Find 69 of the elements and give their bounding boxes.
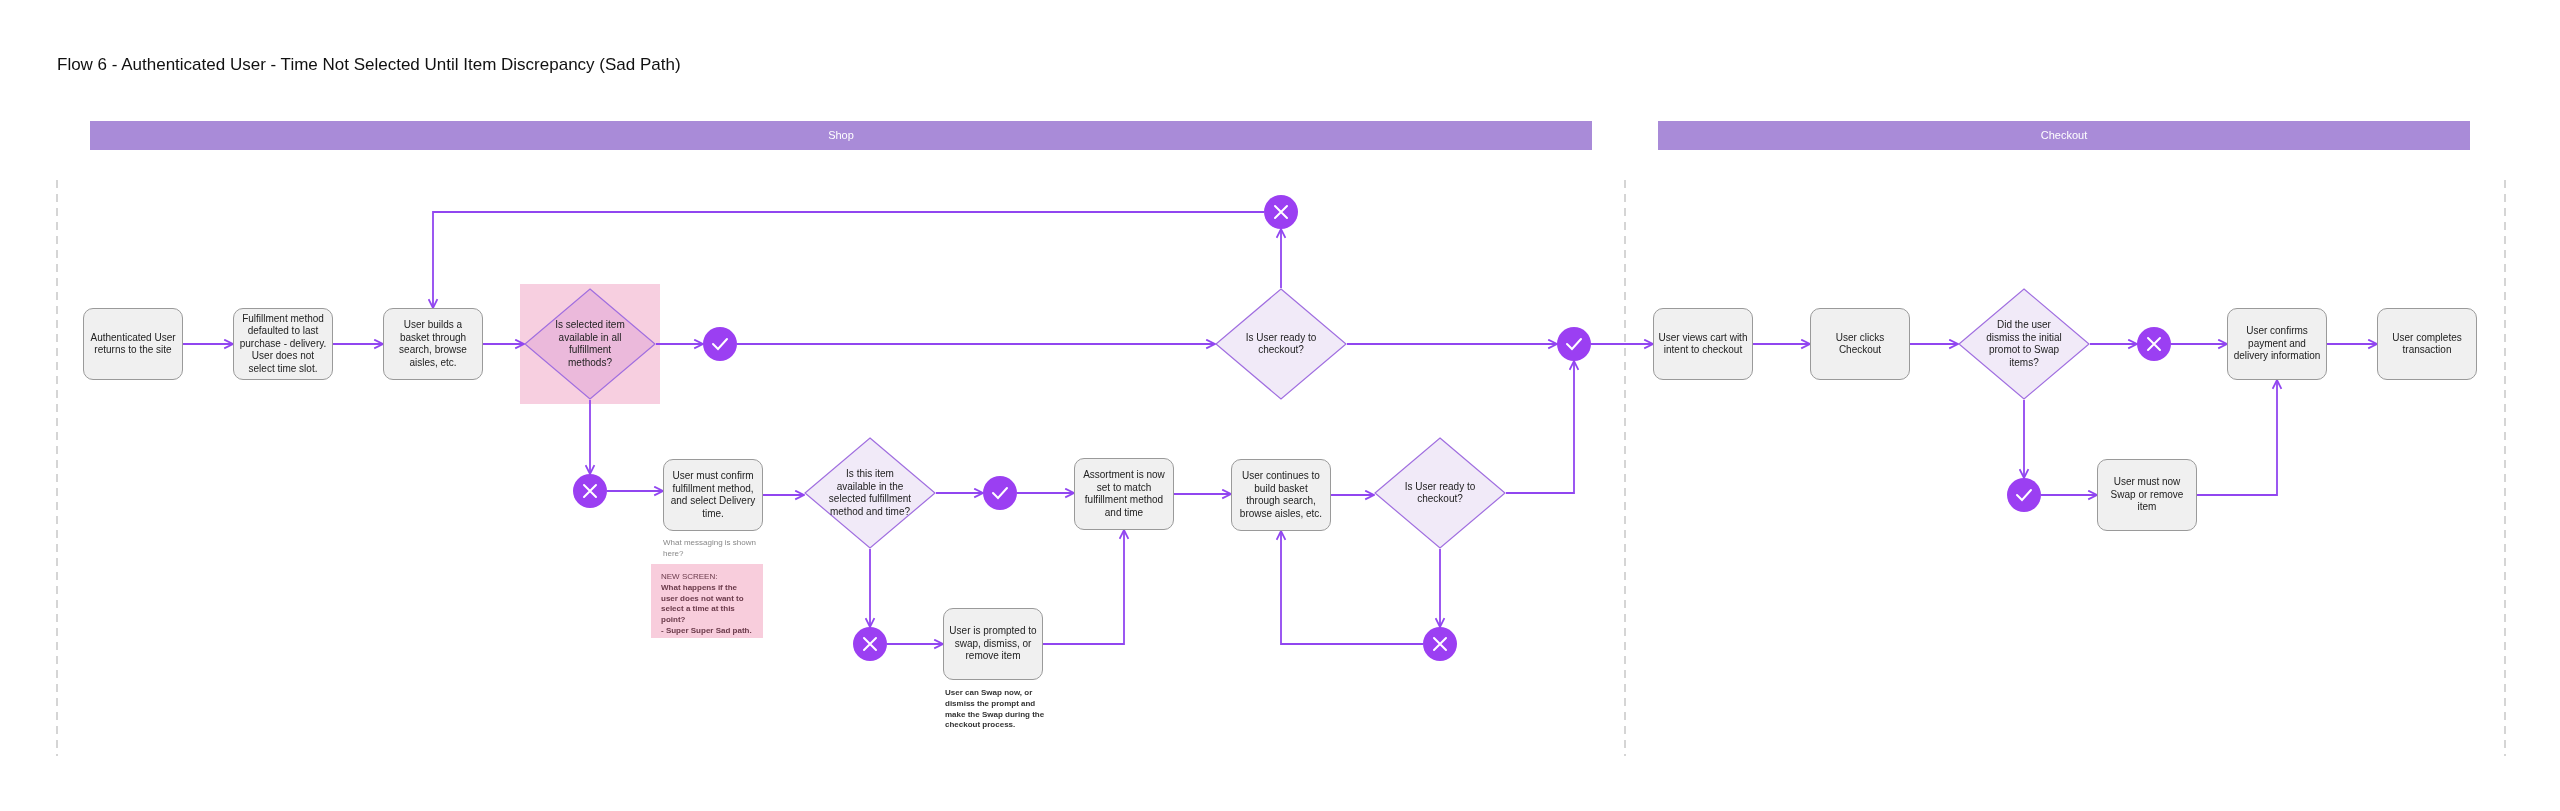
step-text: User clicks Checkout — [1834, 331, 1886, 357]
arrow — [935, 487, 984, 499]
step-text: Authenticated User returns to the site — [89, 331, 177, 357]
note-text: What happens if the user does not want to select a time at this point? — [661, 582, 745, 626]
step-text: User confirms payment and delivery information — [2232, 325, 2322, 363]
lane-header — [90, 120, 1592, 150]
arrow — [655, 338, 704, 350]
note-text: What messaging is shown here? — [663, 538, 757, 560]
arrow — [584, 399, 596, 475]
process-box — [1810, 308, 1910, 380]
arrow — [2040, 489, 2098, 501]
arrow — [1275, 530, 1424, 645]
arrow — [606, 485, 664, 497]
process-box — [1074, 458, 1174, 530]
arrow — [1016, 487, 1075, 499]
process-box — [943, 608, 1043, 680]
arrow — [2089, 338, 2138, 350]
arrow — [1505, 360, 1580, 494]
sticky-note — [651, 564, 763, 638]
note-heading: NEW SCREEN: — [661, 572, 718, 583]
arrow — [1590, 338, 1654, 350]
arrow — [1434, 548, 1446, 628]
step-text: User continues to build basket through search, browse aisles, etc. — [1238, 470, 1324, 520]
arrow — [2018, 399, 2030, 479]
decision-text: Is User ready to checkout? — [1403, 480, 1477, 506]
decision-text: Is User ready to checkout? — [1244, 331, 1318, 357]
arrow — [427, 211, 1265, 309]
decision-text: Did the user dismiss the initial promot to Swap items? — [1985, 319, 2063, 369]
step-text: User views cart with intent to checkout — [1658, 331, 1748, 357]
arrow — [864, 548, 876, 628]
lane-title: Checkout — [2040, 129, 2088, 141]
arrow — [1173, 488, 1232, 500]
step-text: User completes transaction — [2391, 331, 2463, 357]
process-box — [1653, 308, 1753, 380]
process-box — [663, 459, 763, 531]
process-box — [2097, 459, 2197, 531]
process-box — [2377, 308, 2477, 380]
lane-title: Shop — [828, 129, 854, 141]
arrow — [2170, 338, 2228, 350]
process-box — [83, 308, 183, 380]
note-text: User can Swap now, or dismiss the prompt and make the Swap during the checkout process. — [945, 688, 1045, 732]
lane-header — [1658, 120, 2470, 150]
arrow — [1042, 529, 1130, 645]
decision-text: Is selected item available in all fulfillment methods? — [554, 319, 626, 369]
arrow — [1752, 338, 1811, 350]
step-text: Assortment is now set to match fulfillment method and time — [1082, 469, 1166, 519]
arrow — [886, 638, 944, 650]
process-box — [2227, 308, 2327, 380]
arrow — [736, 338, 1216, 350]
process-box — [1231, 459, 1331, 531]
arrow — [1909, 338, 1959, 350]
arrow — [1275, 228, 1287, 289]
arrow — [482, 338, 525, 350]
process-box — [383, 308, 483, 380]
arrow — [182, 338, 234, 350]
step-text: Fulfillment method defaulted to last purchase - delivery. User does not select time slot. — [238, 312, 328, 376]
diagram-title: Flow 6 - Authenticated User - Time Not Selected Until Item Discrepancy (Sad Path) — [57, 55, 681, 75]
arrow — [2326, 338, 2378, 350]
arrow — [332, 338, 384, 350]
step-text: User must confirm fulfillment method, and select Delivery time. — [669, 470, 757, 520]
step-text: User is prompted to swap, dismiss, or remove item — [948, 625, 1038, 663]
arrow — [1346, 338, 1558, 350]
arrow — [2196, 379, 2283, 496]
decision-text: Is this item available in the selected fulfillment method and time? — [828, 468, 912, 518]
step-text: User builds a basket through search, browse aisles, etc. — [398, 319, 468, 369]
note-text: - Super Super Sad path. — [661, 626, 752, 637]
arrow — [1330, 489, 1375, 501]
step-text: User must now Swap or remove item — [2109, 476, 2185, 514]
arrow — [762, 489, 805, 501]
